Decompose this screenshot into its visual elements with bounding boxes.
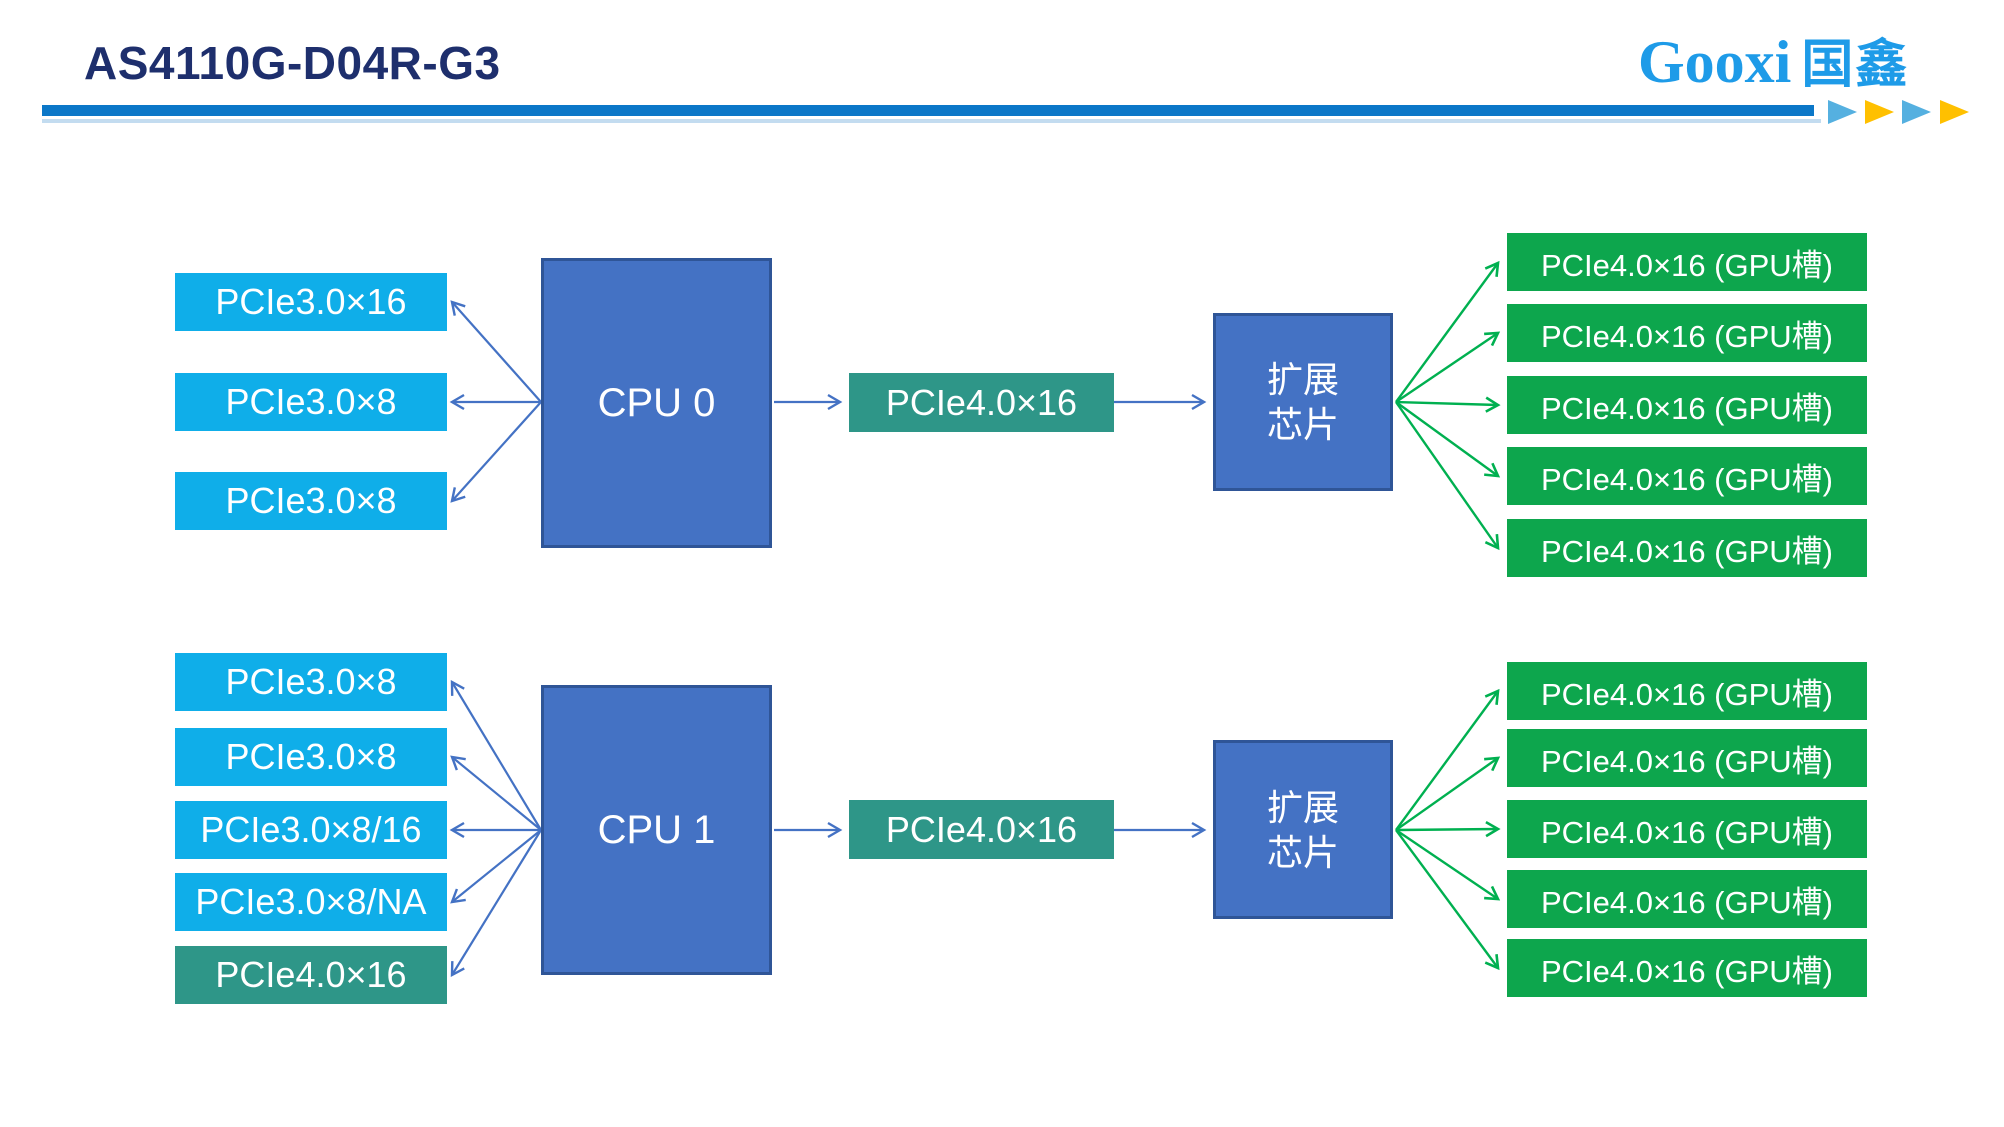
pcie-slot-box: PCIe4.0×16 — [175, 946, 447, 1004]
expander-label-line1: 扩展 — [1266, 359, 1339, 400]
expander-label-line1: 扩展 — [1266, 786, 1339, 828]
arrow-line — [450, 679, 542, 831]
arrow-line — [1395, 756, 1501, 831]
arrow-line — [450, 401, 542, 503]
pcie-slot-box: PCIe3.0×8 — [175, 373, 447, 431]
arrow-line — [450, 300, 542, 403]
logo-text-cn: 国鑫 — [1801, 36, 1910, 94]
logo-text-en: Gooxi — [1638, 29, 1792, 95]
arrow-line — [1395, 331, 1501, 403]
pcie-slot-box: PCIe3.0×8 — [175, 653, 447, 711]
arrow-line — [1395, 396, 1501, 413]
logo-arrow-icon — [1865, 100, 1894, 124]
arrow-line — [450, 829, 542, 904]
logo-arrow-icon — [1828, 100, 1857, 124]
logo-arrow-icon — [1940, 100, 1969, 124]
gpu-slot-box: PCIe4.0×16 (GPU槽) — [1507, 800, 1867, 858]
pcie-slot-box: PCIe3.0×8 — [175, 728, 447, 786]
gpu-slot-box: PCIe4.0×16 (GPU槽) — [1507, 233, 1867, 291]
arrow-line — [450, 829, 542, 978]
arrow-line — [1395, 829, 1501, 901]
arrow-line — [1395, 401, 1500, 551]
gpu-slot-box: PCIe4.0×16 (GPU槽) — [1507, 447, 1867, 505]
cpu1-uplink-box: PCIe4.0×16 — [849, 800, 1114, 859]
arrow-line — [1395, 260, 1500, 403]
arrow-line — [1395, 688, 1500, 831]
gpu-slot-box: PCIe4.0×16 (GPU槽) — [1507, 729, 1867, 787]
arrow-line — [1395, 829, 1500, 971]
logo-arrow-icon — [1902, 100, 1931, 124]
divider-light — [42, 119, 1821, 123]
pcie-slot-box: PCIe3.0×8/NA — [175, 873, 447, 931]
pcie-slot-box: PCIe3.0×8 — [175, 472, 447, 530]
gpu-slot-box: PCIe4.0×16 (GPU槽) — [1507, 376, 1867, 434]
expander-label-line2: 芯片 — [1266, 831, 1339, 873]
expander1-gpu-arrows — [1395, 688, 1501, 971]
arrow-line — [1395, 401, 1501, 478]
expander-label-line2: 芯片 — [1266, 404, 1339, 445]
arrow-line — [1395, 820, 1501, 838]
pcie-slot-box: PCIe3.0×8/16 — [175, 801, 447, 859]
gpu-slot-box: PCIe4.0×16 (GPU槽) — [1507, 662, 1867, 720]
arrow-line — [450, 755, 542, 831]
divider — [42, 105, 1814, 116]
gpu-slot-box: PCIe4.0×16 (GPU槽) — [1507, 870, 1867, 928]
cpu1-box: CPU 1 — [541, 685, 772, 975]
gpu-slot-box: PCIe4.0×16 (GPU槽) — [1507, 304, 1867, 362]
cpu0-uplink-box: PCIe4.0×16 — [849, 373, 1114, 432]
expander1-box: 扩展 芯片 — [1213, 740, 1393, 919]
pcie-slot-box: PCIe3.0×16 — [175, 273, 447, 331]
expander0-box: 扩展 芯片 — [1213, 313, 1393, 491]
expander0-gpu-arrows — [1395, 260, 1501, 551]
page-title: AS4110G-D04R-G3 — [84, 37, 501, 89]
gpu-slot-box: PCIe4.0×16 (GPU槽) — [1507, 939, 1867, 997]
gpu-slot-box: PCIe4.0×16 (GPU槽) — [1507, 519, 1867, 577]
cpu0-box: CPU 0 — [541, 258, 772, 548]
